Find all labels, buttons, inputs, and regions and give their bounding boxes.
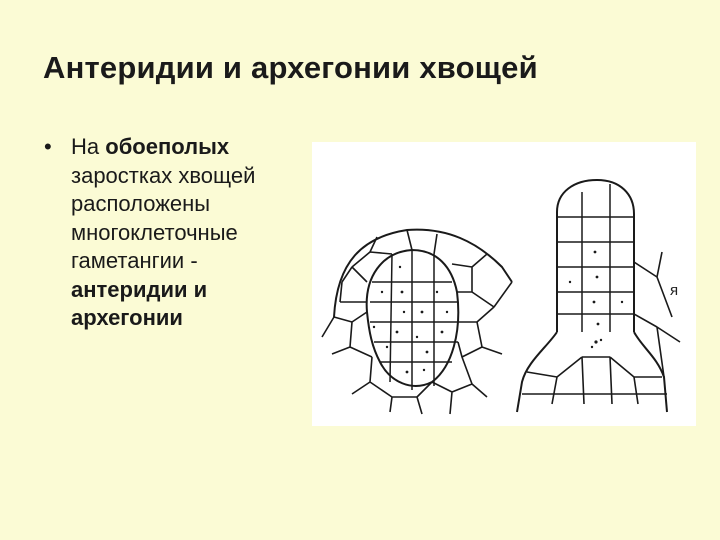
bullet-item: • На обоеполых заростках хвощей располож… — [44, 133, 294, 333]
figure-label: я — [670, 282, 679, 299]
gametangia-illustration: я — [312, 142, 696, 426]
bullet-bold-term2: антеридии и архегонии — [71, 276, 208, 331]
bullet-bold-term1: обоеполых — [105, 134, 230, 159]
antheridium-drawing — [321, 228, 513, 415]
bullet-text-part2: заростках хвощей расположены многоклеточ… — [71, 162, 256, 274]
bullet-text: На обоеполых заростках хвощей расположен… — [71, 133, 294, 333]
archegonium-drawing — [516, 179, 681, 413]
gametangia-drawing — [321, 179, 681, 415]
bullet-text-part1: На — [71, 134, 106, 159]
bullet-marker: • — [44, 134, 52, 159]
slide-title: Антеридии и архегонии хвощей — [43, 50, 538, 85]
